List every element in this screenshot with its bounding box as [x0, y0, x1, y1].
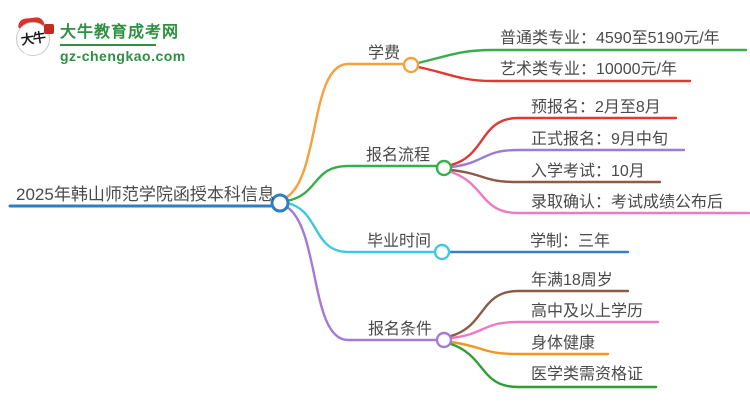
branch-line-registration-process [285, 164, 439, 203]
branch-line-tuition [285, 62, 406, 199]
leaf-line-official-registration [449, 148, 686, 169]
daniu-bubble-icon: 大牛 [16, 16, 54, 61]
node-label-registration-process[interactable]: 报名流程 [366, 147, 431, 164]
node-label-art-majors[interactable]: 艺术类专业：10000元/年 [500, 61, 677, 78]
red-seal-icon [44, 24, 54, 34]
leaf-line-medical-cert-requirement [449, 342, 658, 389]
node-circle-registration-process[interactable] [435, 159, 453, 177]
leaf-line-education-requirement [449, 320, 660, 340]
node-circle-root[interactable] [270, 193, 290, 213]
leaf-line-entrance-exam [449, 168, 662, 184]
node-circle-tuition[interactable] [402, 56, 420, 74]
node-circle-registration-conditions[interactable] [435, 331, 453, 349]
node-label-study-duration[interactable]: 学制：三年 [530, 233, 611, 250]
node-label-root[interactable]: 2025年韩山师范学院函授本科信息 [16, 185, 275, 204]
site-name: 大牛教育成考网 [60, 24, 180, 41]
branch-line-registration-conditions [285, 205, 439, 342]
node-label-education-requirement[interactable]: 高中及以上学历 [531, 303, 644, 320]
node-label-medical-cert-requirement[interactable]: 医学类需资格证 [531, 366, 644, 383]
leaf-line-art-majors [416, 65, 692, 83]
leaf-line-health-requirement [449, 340, 610, 356]
leaf-line-admission-confirmation [449, 170, 750, 215]
node-label-pre-registration[interactable]: 预报名：2月至8月 [531, 99, 661, 116]
node-label-health-requirement[interactable]: 身体健康 [531, 335, 596, 352]
leaf-line-age-requirement [449, 289, 630, 338]
leaf-line-normal-majors [416, 48, 748, 65]
node-label-official-registration[interactable]: 正式报名：9月中旬 [531, 131, 668, 148]
logo-divider [60, 44, 156, 46]
node-label-normal-majors[interactable]: 普通类专业：4590至5190元/年 [500, 30, 720, 47]
branch-line-graduation-time [285, 201, 437, 254]
logo-text-block: 大牛教育成考网 gz-chengkao.com [60, 18, 186, 64]
node-label-age-requirement[interactable]: 年满18周岁 [531, 272, 613, 289]
node-label-registration-conditions[interactable]: 报名条件 [368, 321, 433, 338]
node-label-tuition[interactable]: 学费 [368, 45, 401, 62]
node-label-admission-confirmation[interactable]: 录取确认：考试成绩公布后 [531, 194, 724, 211]
node-circle-graduation-time[interactable] [433, 243, 451, 261]
site-url: gz-chengkao.com [60, 48, 186, 64]
site-logo[interactable]: 大牛 大牛教育成考网 gz-chengkao.com [16, 16, 186, 64]
node-label-graduation-time[interactable]: 毕业时间 [367, 233, 432, 250]
node-label-entrance-exam[interactable]: 入学考试：10月 [531, 163, 645, 180]
leaf-line-pre-registration [449, 116, 678, 167]
